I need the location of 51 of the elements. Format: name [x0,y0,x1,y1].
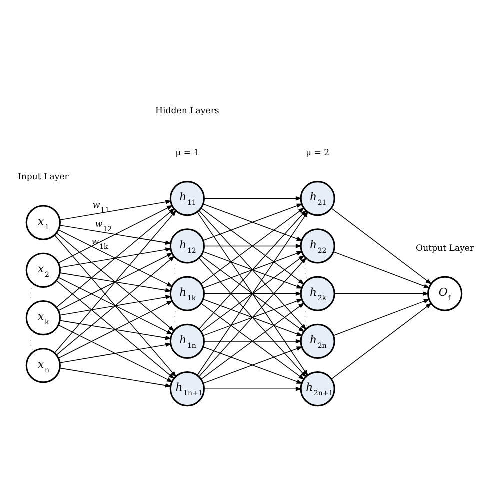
node-circle: O$_{f}$ [428,276,463,311]
label: Input Layer [18,172,69,182]
connector [30,282,34,305]
arrow [331,208,432,284]
node-circle: x$_{1}$ [26,204,61,240]
arrow [58,229,174,287]
arrow [331,302,432,380]
arrow [204,338,302,344]
arrow [58,300,174,358]
arrow [60,200,172,220]
arrow [204,196,302,200]
connector [30,330,34,352]
arrow [60,224,172,244]
arrow [60,320,172,340]
node-circle: x$_{2}$ [26,252,61,288]
arrow [204,291,302,296]
arrow [56,255,176,355]
arrow [60,294,172,316]
arrow [333,251,430,288]
connector [174,258,178,280]
connector [304,306,308,328]
label: μ = 1 [176,148,200,158]
arrow [60,367,172,388]
label: Hidden Layers [156,106,220,116]
label: Output Layer [416,243,474,254]
arrow [56,280,175,379]
arrow [333,298,430,336]
arrow [58,276,174,334]
arrow [60,247,172,268]
arrow [60,272,172,292]
arrow [58,204,174,264]
arrow [54,210,177,353]
arrow [200,207,305,284]
arrow [203,346,304,384]
arrow [58,252,174,311]
arrow [60,342,172,363]
node-circle: h$_{2k}$ [300,276,336,311]
arrow [204,244,302,248]
arrow [334,291,430,296]
node-circle: x$_{n}$ [26,348,61,383]
arrow [204,386,302,391]
connector [174,306,178,328]
node-circle: x$_{k}$ [26,300,61,336]
arrow [56,232,175,332]
node-circle: h$_{1k}$ [170,276,206,311]
label: μ = 2 [306,148,330,158]
connector [304,258,308,280]
arrow [203,298,304,336]
arrow [54,234,177,378]
arrow [58,324,174,382]
arrow [56,208,176,308]
